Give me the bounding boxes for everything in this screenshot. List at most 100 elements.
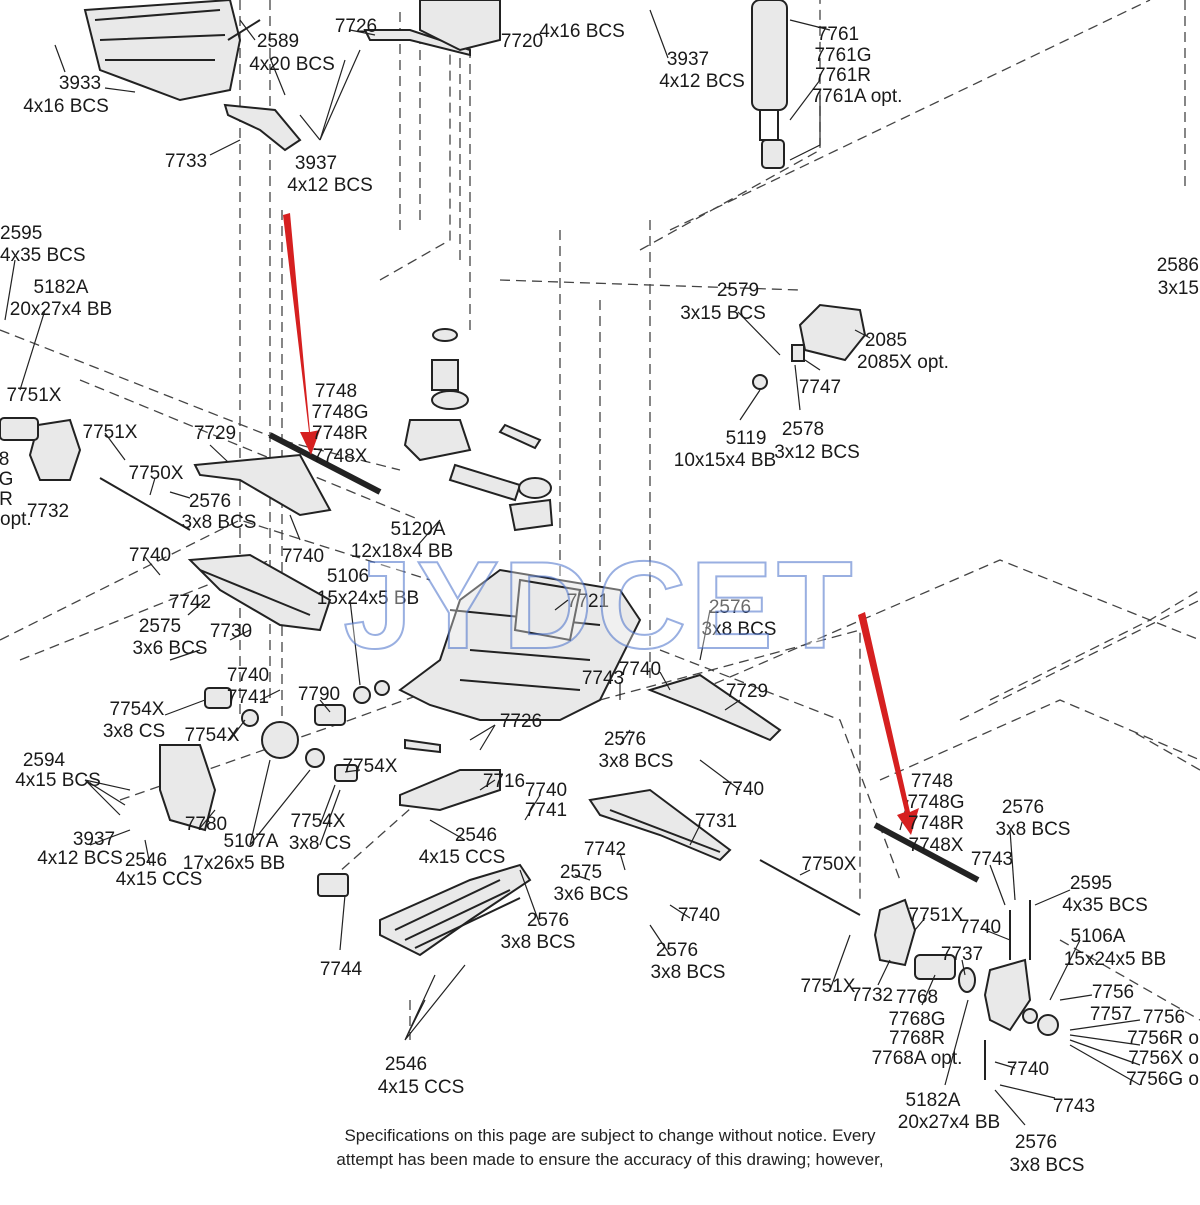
part-label: 5182A (34, 277, 89, 298)
part-label: 7756R o (1127, 1028, 1199, 1049)
part-label: 3937 (667, 49, 709, 70)
red-callout-arrows (283, 213, 919, 835)
part-label: 2576 (189, 491, 231, 512)
part-label: 3x8 CS (103, 721, 165, 742)
part-label: 3x15 (1158, 278, 1199, 299)
part-label: 2576 (709, 597, 751, 618)
part-label: 7756 (1092, 982, 1134, 1003)
part-label: 2576 (1002, 797, 1044, 818)
part-label: 3x8 BCS (996, 819, 1071, 840)
part-label: 8 (0, 449, 9, 470)
part-label: 5106 (327, 566, 369, 587)
part-label: 7761 (817, 24, 859, 45)
part-label: 7748G (311, 402, 368, 423)
watermark-text: JYDCET (342, 536, 857, 676)
part-label: 7729 (726, 681, 768, 702)
part-label: 2576 (656, 940, 698, 961)
part-label: 7730 (210, 621, 252, 642)
part-label: 3x8 BCS (1010, 1155, 1085, 1176)
part-label: 7737 (941, 944, 983, 965)
part-label: 7748 (315, 381, 357, 402)
part-label: 4x12 BCS (287, 175, 373, 196)
part-label: 3x6 BCS (554, 884, 629, 905)
part-label: 7751X (909, 905, 964, 926)
part-label: 7754X (291, 811, 346, 832)
part-label: 7754X (343, 756, 398, 777)
part-label: 7740 (282, 546, 324, 567)
part-label: 2546 (385, 1054, 427, 1075)
part-label: 7780 (185, 814, 227, 835)
disclaimer-line-2: attempt has been made to ensure the accu… (336, 1150, 884, 1169)
part-label: 7747 (799, 377, 841, 398)
part-label: 7754X (185, 725, 240, 746)
part-label: 7740 (722, 779, 764, 800)
part-label: 3x6 BCS (133, 638, 208, 659)
part-label: 7751X (7, 385, 62, 406)
part-label: 7748R (908, 813, 964, 834)
part-label: 7741 (227, 687, 269, 708)
part-label: 3937 (295, 153, 337, 174)
part-label: 10x15x4 BB (674, 450, 776, 471)
part-label: 7740 (227, 665, 269, 686)
part-label: 7721 (567, 591, 609, 612)
part-label: 2579 (717, 280, 759, 301)
part-label: 7740 (525, 780, 567, 801)
part-label: 20x27x4 BB (898, 1112, 1000, 1133)
part-label: 7756X o (1128, 1048, 1199, 1069)
part-label: 4x16 BCS (539, 21, 625, 42)
part-label: 7733 (165, 151, 207, 172)
part-label: 7740 (678, 905, 720, 926)
part-label: 2575 (139, 616, 181, 637)
part-label: 7748R (312, 423, 368, 444)
part-label: 7743 (971, 849, 1013, 870)
part-label: 7743 (1053, 1096, 1095, 1117)
part-label: 7748 (911, 771, 953, 792)
part-label: 7768G (888, 1009, 945, 1030)
part-label: 2085X opt. (857, 352, 949, 373)
part-label: 4x15 CCS (419, 847, 506, 868)
part-label: 7761G (814, 45, 871, 66)
part-label: 20x27x4 BB (10, 299, 112, 320)
part-label: 3x8 BCS (651, 962, 726, 983)
chassis-7721 (398, 568, 642, 721)
part-label: 4x12 BCS (37, 848, 123, 869)
part-label: R (0, 489, 13, 510)
part-label: 15x24x5 BB (317, 588, 419, 609)
part-label: 7716 (483, 771, 525, 792)
part-label: 4x15 CCS (116, 869, 203, 890)
part-label: 7732 (851, 985, 893, 1006)
part-label: 3x8 BCS (182, 512, 257, 533)
part-label: 3x8 BCS (501, 932, 576, 953)
part-label: 2589 (257, 31, 299, 52)
part-label: 2085 (865, 330, 907, 351)
part-label: 4x15 CCS (378, 1077, 465, 1098)
part-label: 2576 (527, 910, 569, 931)
skid-plates (317, 738, 532, 957)
part-label: 7751X (83, 422, 138, 443)
part-label: 7742 (169, 592, 211, 613)
leader-lines (4, 9, 1141, 1126)
servo-2085 (752, 303, 867, 390)
part-label: 5120A (391, 519, 446, 540)
body-mount-parts (83, 0, 501, 152)
part-label: 7740 (959, 917, 1001, 938)
part-label: 7729 (194, 423, 236, 444)
part-label: 3x12 BCS (774, 442, 860, 463)
part-label: 7740 (1007, 1059, 1049, 1080)
part-label: 7741 (525, 800, 567, 821)
part-label: 7748X (909, 835, 964, 856)
part-label: 7761R (815, 65, 871, 86)
part-label: 3937 (73, 829, 115, 850)
part-label: 7742 (584, 839, 626, 860)
disclaimer-footer: Specifications on this page are subject … (300, 1124, 920, 1172)
part-label: 7726 (335, 16, 377, 37)
part-label: 7768R (889, 1028, 945, 1049)
part-label: 2595 (0, 223, 42, 244)
arrow-left-camber-link (283, 213, 320, 455)
part-label: 2578 (782, 419, 824, 440)
part-label: 17x26x5 BB (183, 853, 285, 874)
part-label: 4x35 BCS (1062, 895, 1148, 916)
part-label: 4x12 BCS (659, 71, 745, 92)
part-label: 4x15 BCS (15, 770, 101, 791)
